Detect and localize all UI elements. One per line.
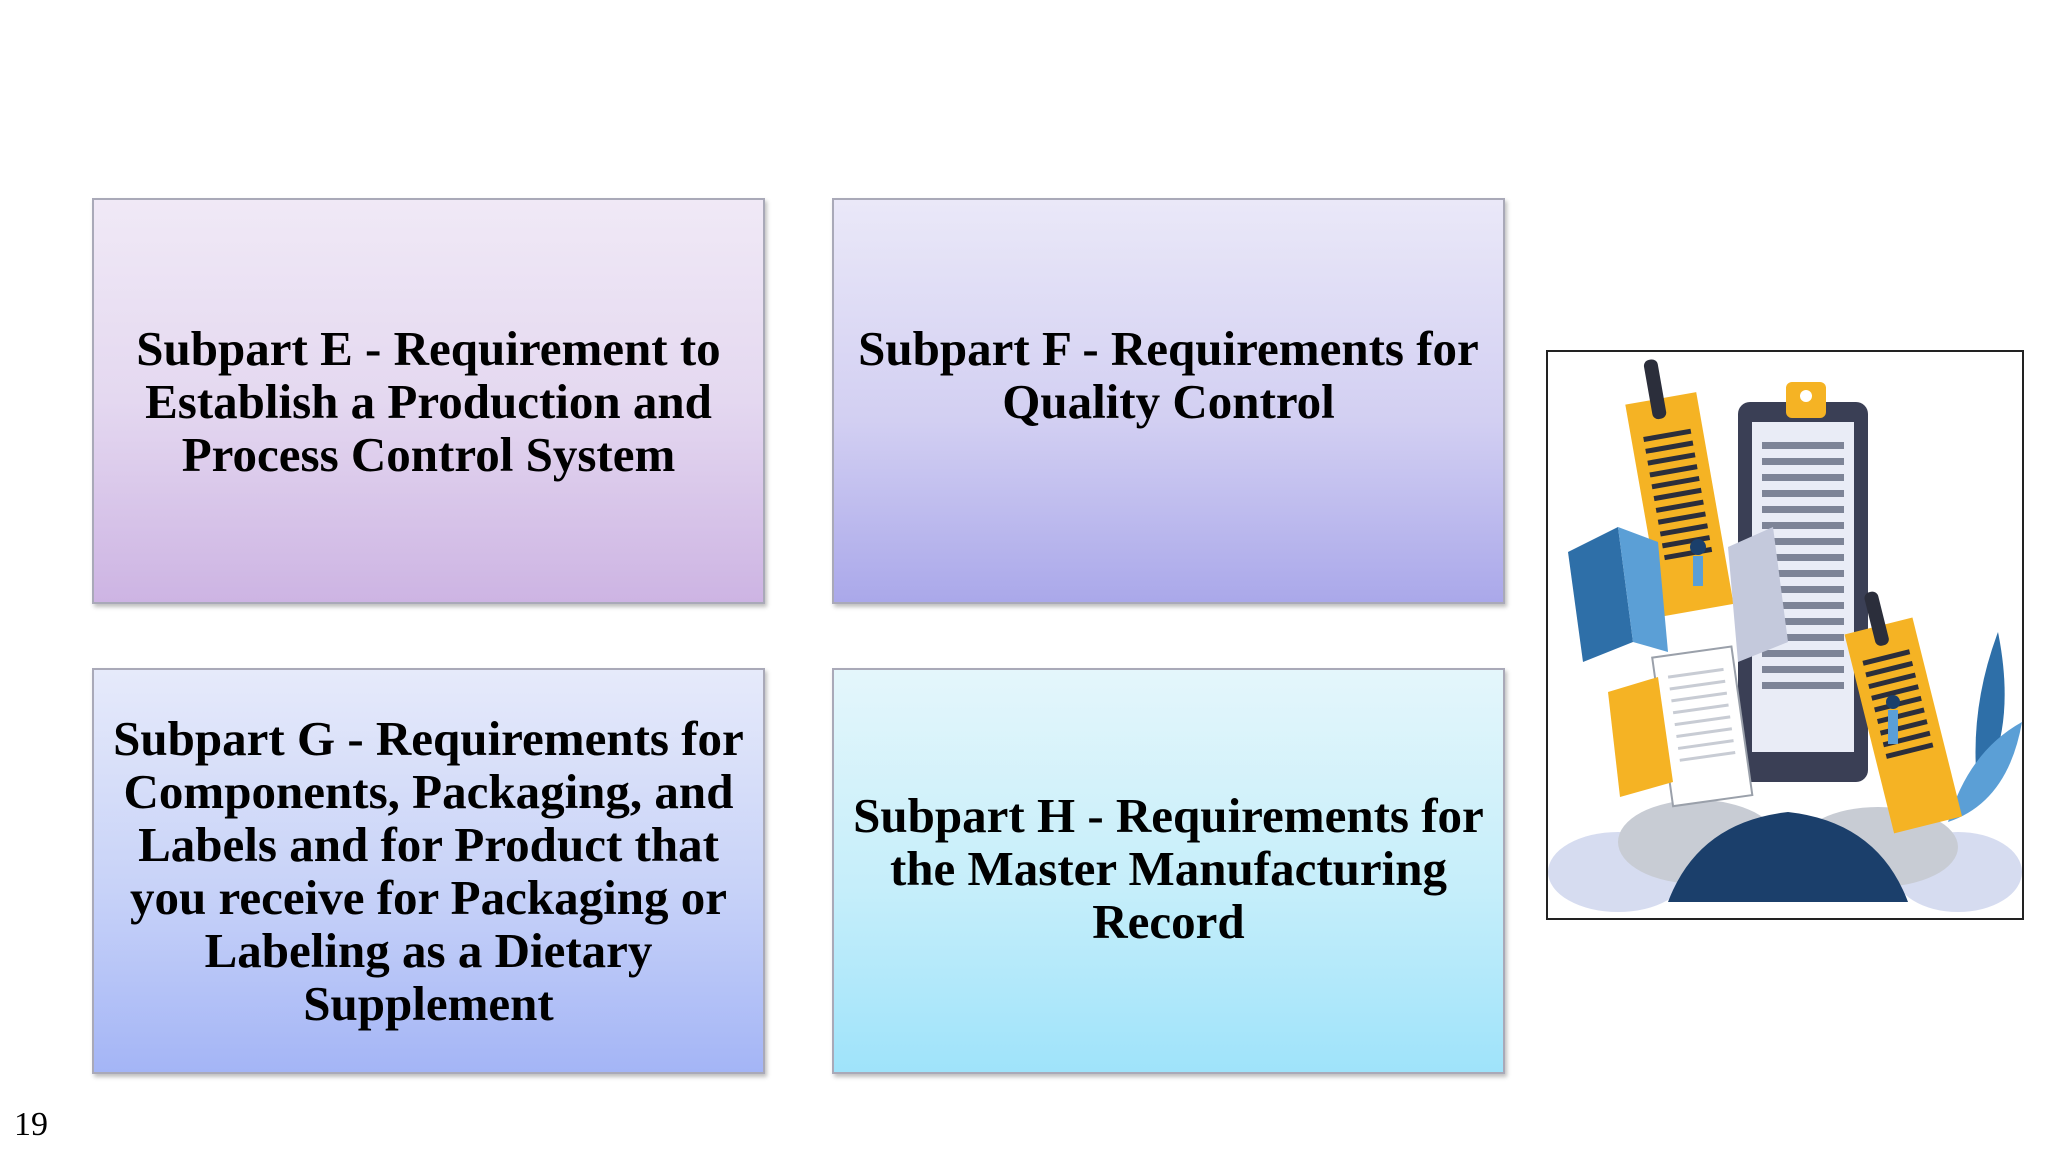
subpart-h-text: Subpart H - Requirements for the Master … (853, 787, 1484, 949)
subpart-f-box: Subpart F - Requirements for Quality Con… (832, 198, 1505, 604)
documents-clipboard-illustration-icon (1548, 359, 2022, 912)
subpart-g-text: Subpart G - Requirements for Components,… (113, 711, 744, 1031)
subpart-g-box: Subpart G - Requirements for Components,… (92, 668, 765, 1074)
page-number: 19 (14, 1106, 48, 1143)
subpart-e-box: Subpart E - Requirement to Establish a P… (92, 198, 765, 604)
subpart-f-text: Subpart F - Requirements for Quality Con… (858, 321, 1479, 429)
subpart-h-box: Subpart H - Requirements for the Master … (832, 668, 1505, 1074)
documents-illustration (1546, 350, 2024, 920)
subpart-e-text: Subpart E - Requirement to Establish a P… (136, 320, 721, 482)
